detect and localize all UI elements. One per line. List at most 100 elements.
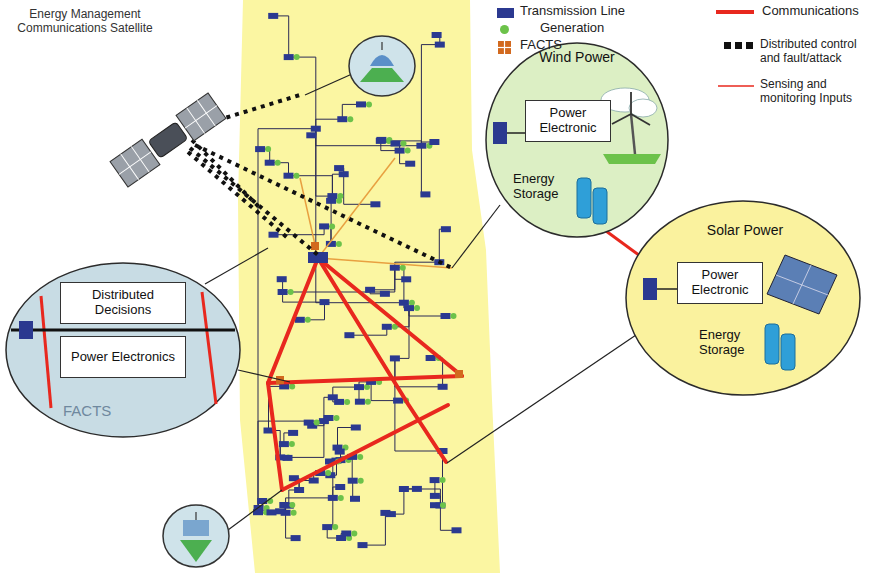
substation (275, 508, 285, 514)
substation (356, 101, 366, 107)
bottom-generation-circle (163, 505, 229, 567)
generator-dot (265, 146, 271, 152)
dotted-line (190, 148, 318, 255)
generator-dot (400, 265, 406, 271)
substation (432, 32, 442, 38)
generator-dot (329, 223, 335, 229)
generator-dot (440, 502, 446, 508)
sensing-sample (718, 85, 754, 87)
substation (311, 126, 321, 132)
text-holder: Energy Storage (699, 328, 761, 358)
substation (430, 477, 440, 483)
legend-label: Distributed control and fault/attack (760, 38, 864, 66)
facts-sample (498, 41, 511, 54)
generator-dot (289, 502, 295, 508)
region-label: Energy Storage (513, 172, 573, 202)
substation (279, 502, 289, 508)
generator-dot (294, 173, 300, 179)
substation (380, 510, 390, 516)
substation (404, 305, 414, 311)
box-label: Distributed Decisions (64, 288, 182, 318)
substation (328, 495, 338, 501)
substation (393, 398, 403, 404)
distributed-control-sample (724, 42, 753, 49)
storage-cylinder (593, 188, 607, 224)
substation (279, 441, 289, 447)
substation (322, 524, 332, 530)
substation (257, 498, 267, 504)
generator-dot (358, 478, 364, 484)
substation (441, 313, 451, 319)
box-label: Power Electronic (681, 268, 759, 298)
generator-dot (289, 383, 295, 389)
bus-wire (507, 132, 525, 134)
substation (284, 173, 294, 179)
generator-dot (366, 101, 372, 107)
leader-line (452, 205, 500, 268)
substation (399, 300, 409, 306)
substation (255, 146, 265, 152)
substation (335, 449, 345, 455)
facts-symbol (455, 370, 463, 378)
substation (355, 399, 365, 405)
comm-line (268, 258, 318, 383)
substation (354, 384, 364, 390)
substation (304, 420, 314, 426)
legend-swatch (500, 25, 509, 34)
ground (603, 154, 661, 164)
legend-label: Communications (762, 4, 867, 19)
substation (334, 399, 344, 405)
substation (320, 299, 330, 305)
substation (337, 116, 347, 122)
text-holder: Communications (762, 4, 867, 19)
transmission-grid (253, 13, 462, 548)
leader-line (447, 335, 636, 463)
comm-line (41, 296, 51, 408)
grid-wire (338, 428, 356, 448)
substation (341, 531, 351, 537)
substation (278, 289, 288, 295)
grid-wire (258, 129, 316, 513)
substation (438, 384, 448, 390)
comm-line (282, 405, 448, 490)
grid-wire (316, 129, 333, 196)
dotted-line (188, 152, 290, 240)
substation (426, 355, 436, 361)
region-ellipse (486, 43, 668, 237)
region-ellipse (6, 263, 240, 437)
substation (351, 425, 361, 431)
grid-wire (332, 174, 343, 196)
panel-grid (776, 275, 828, 295)
comm-line (268, 376, 462, 383)
substation (390, 355, 400, 361)
solar-panel (767, 255, 837, 314)
satellite-icon (110, 93, 226, 187)
generator-dot (289, 441, 295, 447)
storage-cylinder (765, 324, 779, 364)
comm-line (318, 258, 446, 462)
substation (326, 198, 336, 204)
text-holder: Generation (540, 21, 690, 36)
substation (295, 317, 305, 323)
generator-dot (365, 399, 371, 405)
power-electronic-box: Power Electronic (525, 100, 611, 142)
link-line (318, 158, 395, 258)
generator-dot (364, 384, 370, 390)
substation (416, 143, 426, 149)
substation (441, 226, 451, 232)
leader-line (238, 370, 290, 382)
generator-dot (314, 420, 320, 426)
substation (288, 430, 298, 436)
substation (283, 455, 293, 461)
generator-dot (351, 531, 357, 537)
grid-wire (274, 226, 325, 234)
leader-line (228, 490, 282, 530)
grid-wire (395, 358, 443, 386)
substation (401, 276, 411, 282)
communication-lines (268, 258, 462, 490)
substation (269, 232, 279, 238)
text-holder: Solar Power (691, 222, 799, 238)
substation (395, 148, 405, 154)
panel-grid (793, 265, 811, 304)
